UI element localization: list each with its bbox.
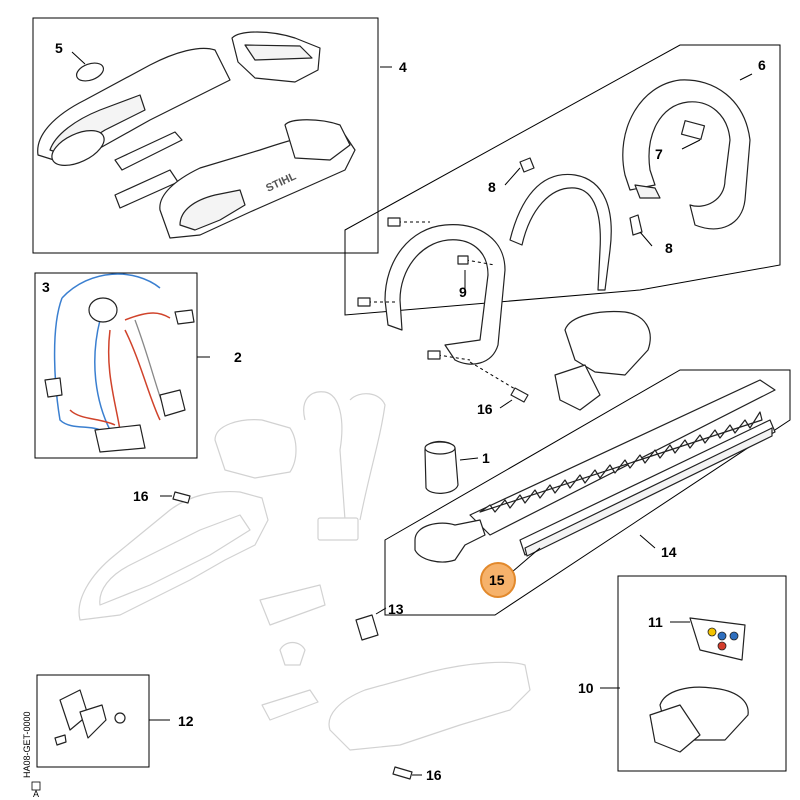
screw-16-bottom	[392, 766, 422, 780]
group-box-2	[34, 272, 198, 459]
part-13	[355, 607, 387, 641]
callout-14: 14	[661, 544, 677, 560]
screw-set	[357, 217, 529, 403]
callout-5: 5	[55, 40, 63, 56]
callout-1: 1	[482, 450, 490, 466]
callout-16b: 16	[133, 488, 149, 504]
group-box-14	[384, 369, 791, 616]
clip-7	[680, 120, 706, 140]
group-wiring	[34, 272, 210, 459]
callout-labels: 1 2 3 4 5 6 7 8 8 9 10 11 12 13 14 15 16…	[42, 40, 766, 783]
clip-8-bottom	[629, 214, 643, 236]
gasket-part	[75, 62, 105, 82]
callout-3: 3	[42, 279, 50, 295]
group-blade	[384, 369, 791, 616]
loop-handle	[622, 79, 751, 230]
callout-10: 10	[578, 680, 594, 696]
blade-teeth	[479, 411, 763, 513]
callout-13: 13	[388, 601, 404, 617]
callout-7: 7	[655, 146, 663, 162]
callout-8b: 8	[665, 240, 673, 256]
callout-9: 9	[459, 284, 467, 300]
screw-16-left	[160, 491, 191, 504]
front-guard	[554, 310, 651, 411]
callout-8a: 8	[488, 179, 496, 195]
group-box-6	[344, 44, 781, 316]
terminal-block	[94, 424, 146, 453]
callout-4: 4	[399, 59, 407, 75]
gearbox	[414, 519, 486, 563]
label-sticker	[689, 617, 746, 661]
callout-12: 12	[178, 713, 194, 729]
callout-2: 2	[234, 349, 242, 365]
group-box-12	[36, 674, 170, 768]
side-frame	[384, 224, 506, 365]
motor-assembly	[424, 440, 479, 494]
group-handle	[344, 44, 781, 409]
callout-16a: 16	[477, 401, 493, 417]
motor-brush	[88, 297, 118, 323]
ghost-assembly	[78, 391, 531, 751]
drawing-code: HA08-GET-0000	[22, 711, 32, 778]
group-box-10	[600, 575, 787, 772]
switch-slider	[114, 131, 183, 171]
callout-11: 11	[648, 614, 663, 630]
front-bow	[509, 173, 612, 291]
clip-8-top	[519, 157, 535, 173]
leader-15	[511, 547, 541, 573]
group-box-4	[32, 17, 379, 254]
highlight-callout-15	[480, 562, 516, 598]
group-housing: STIHL	[32, 17, 392, 254]
callout-6: 6	[758, 57, 766, 73]
drawing-rev: A	[33, 789, 39, 799]
callout-16c: 16	[426, 767, 442, 783]
callout-15: 15	[489, 572, 505, 588]
